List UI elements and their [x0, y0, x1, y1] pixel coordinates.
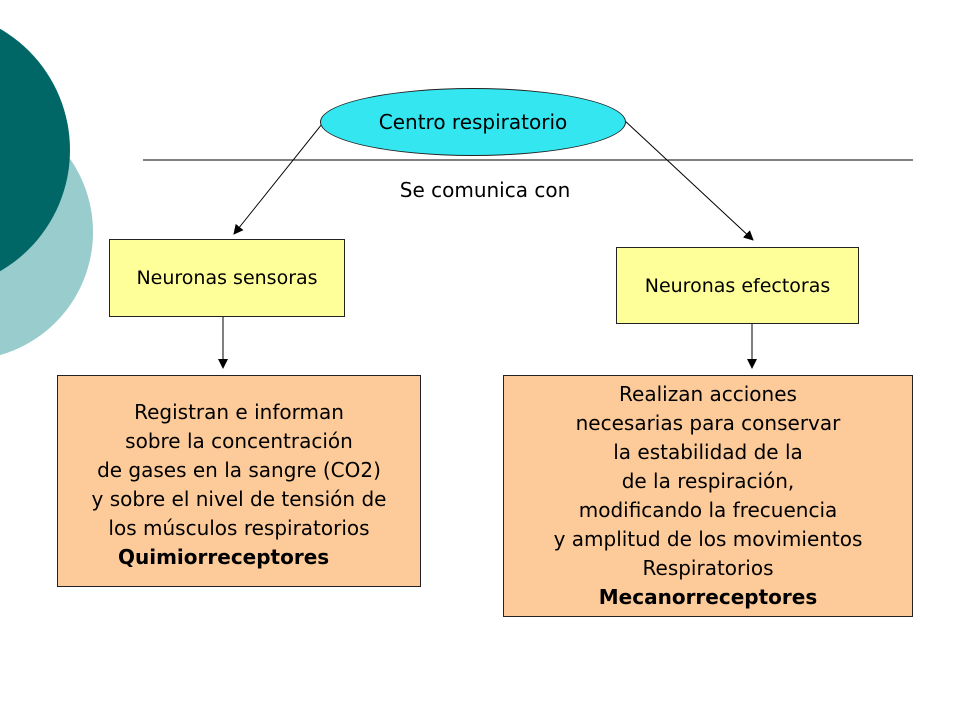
sensory-description-box: Registran e informan sobre la concentrac…	[57, 375, 421, 587]
communication-caption: Se comunica con	[399, 178, 571, 202]
centro-respiratorio-node: Centro respiratorio	[320, 88, 626, 156]
effector-description-line: Realizan acciones	[619, 382, 797, 406]
effector-neurons-label: Neuronas efectoras	[644, 274, 831, 297]
sensory-neurons-node: Neuronas sensoras	[109, 239, 345, 317]
effector-neurons-node: Neuronas efectoras	[616, 247, 859, 324]
arrow-center-to-effector	[623, 119, 754, 241]
effector-description-line: y amplitud de los movimientos	[553, 527, 863, 551]
teal-dark-circle	[0, 28, 70, 272]
effector-description-box: Realizan acciones necesarias para conser…	[503, 375, 913, 617]
sensory-description-line: los músculos respiratorios	[108, 516, 370, 540]
effector-description-line: Respiratorios	[642, 556, 774, 580]
sensory-description-line: de gases en la sangre (CO2)	[97, 458, 381, 482]
sensory-neurons-label: Neuronas sensoras	[136, 267, 318, 289]
quimiorreceptores-label: Quimiorreceptores	[118, 545, 330, 569]
sensory-description-line: y sobre el nivel de tensión de	[91, 487, 387, 511]
sensory-description-line: Registran e informan	[134, 400, 344, 424]
mecanorreceptores-label: Mecanorreceptores	[598, 585, 818, 609]
effector-description-line: la estabilidad de la	[613, 440, 803, 464]
arrow-center-to-sensory	[233, 123, 323, 235]
effector-description-line: modificando la frecuencia	[578, 498, 838, 522]
centro-respiratorio-label: Centro respiratorio	[378, 110, 568, 134]
effector-description-line: de la respiración,	[621, 469, 795, 493]
effector-description-line: necesarias para conservar	[575, 411, 841, 435]
sensory-description-line: sobre la concentración	[125, 429, 353, 453]
